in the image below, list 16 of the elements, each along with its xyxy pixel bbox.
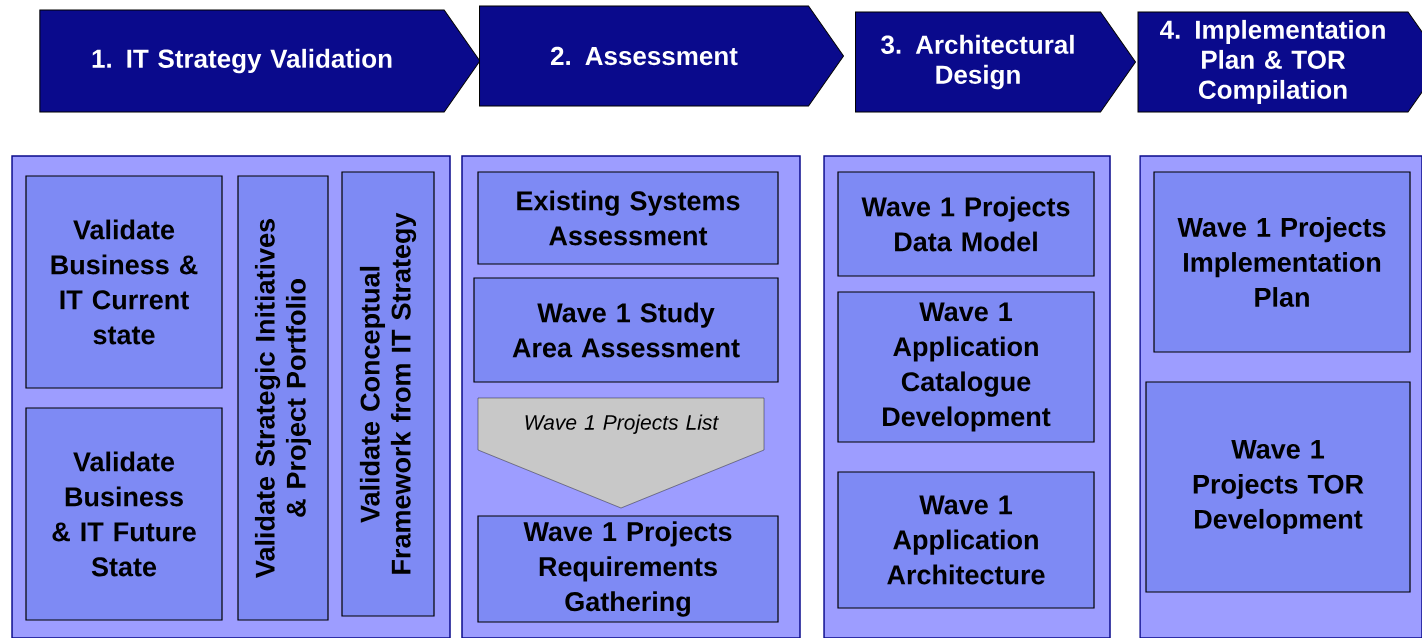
task-box: Validate Conceptual Framework from IT Strategy [341, 171, 435, 617]
task-box: Wave 1 Projects TOR Development [1145, 381, 1411, 593]
task-box: Wave 1 Application Architecture [837, 471, 1095, 609]
task-box: Wave 1 Projects Requirements Gathering [477, 515, 779, 623]
phase-header: 2. Assessment [479, 5, 844, 107]
phase-header: 3. Architectural Design [855, 11, 1136, 113]
result-pentagon: Wave 1 Projects List [477, 397, 765, 509]
task-box: Wave 1 Projects Implementation Plan [1153, 171, 1411, 353]
task-box: Wave 1 Projects Data Model [837, 171, 1095, 277]
phase-header: 1. IT Strategy Validation [39, 9, 481, 113]
task-box: Existing Systems Assessment [477, 171, 779, 265]
task-box: Wave 1 Application Catalogue Development [837, 291, 1095, 443]
task-box: Validate Business & IT Future State [25, 407, 223, 621]
phase-header: 4. Implementation Plan & TOR Compilation [1137, 11, 1422, 113]
task-box: Validate Business & IT Current state [25, 175, 223, 389]
task-box: Wave 1 Study Area Assessment [473, 277, 779, 383]
